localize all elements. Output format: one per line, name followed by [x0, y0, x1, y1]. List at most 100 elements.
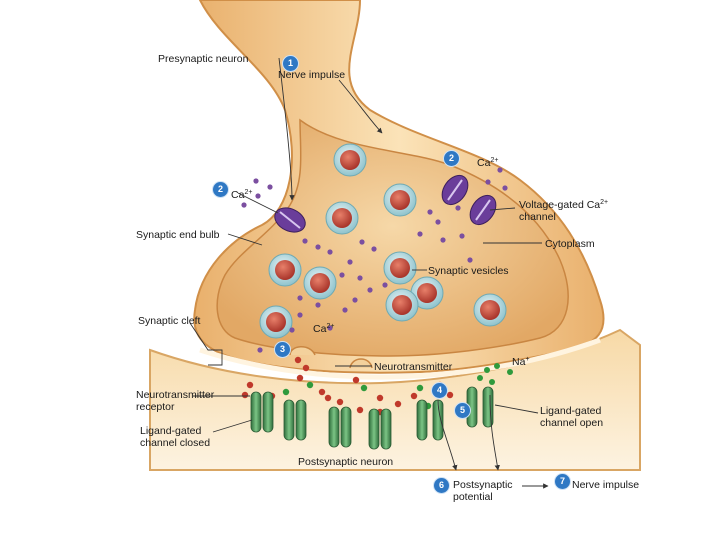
neurotransmitter-molecule: [416, 384, 424, 392]
calcium-ion: [367, 287, 373, 293]
label-lgc-open-1: Ligand-gated: [540, 405, 601, 417]
calcium-ion: [359, 239, 365, 245]
calcium-ion: [455, 205, 461, 211]
calcium-ion: [327, 249, 333, 255]
label-synaptic-cleft: Synaptic cleft: [138, 315, 201, 327]
label-nt-receptor-1: Neurotransmitter: [136, 389, 215, 401]
neurotransmitter-molecule: [394, 400, 402, 408]
synaptic-vesicles: [259, 143, 507, 339]
label-synaptic-vesicles: Synaptic vesicles: [428, 265, 509, 277]
calcium-ion: [427, 209, 433, 215]
leader-lines: [189, 57, 549, 489]
neurotransmitter-molecule: [241, 391, 249, 399]
label-ca-bottom: Ca2+: [313, 323, 334, 335]
neurotransmitter-molecule: [360, 384, 368, 392]
vesicle: [303, 266, 337, 300]
calcium-ion: [327, 325, 333, 331]
neurotransmitter-molecule: [336, 398, 344, 406]
neurotransmitter-molecule: [376, 394, 384, 402]
vesicle: [385, 288, 419, 322]
label-synaptic-end-bulb: Synaptic end bulb: [136, 229, 220, 241]
exocytosis-pocket: [289, 346, 316, 356]
calcium-ions: [241, 167, 508, 353]
neurotransmitter-molecule: [324, 394, 332, 402]
label-psp-2: potential: [453, 491, 493, 503]
ligand-gated-channel-closed: [250, 391, 274, 433]
calcium-ion: [342, 307, 348, 313]
calcium-ion: [459, 233, 465, 239]
label-voltage-gated-1: Voltage-gated Ca2+: [519, 199, 608, 211]
step-badge-7: 7: [555, 474, 570, 489]
calcium-ion: [352, 297, 358, 303]
calcium-ion: [502, 185, 508, 191]
calcium-ion: [297, 312, 303, 318]
neurotransmitter-molecule: [356, 406, 364, 414]
calcium-ion: [315, 244, 321, 250]
neurotransmitter-molecule: [446, 391, 454, 399]
calcium-ion: [497, 167, 503, 173]
calcium-ion: [339, 272, 345, 278]
calcium-ion: [467, 257, 473, 263]
label-neurotransmitter: Neurotransmitter: [374, 361, 453, 373]
calcium-ion: [382, 282, 388, 288]
synaptic-cleft-band: [199, 337, 601, 380]
calcium-ion: [485, 179, 491, 185]
step-badge-3: 3: [275, 342, 290, 357]
neurotransmitter-molecule: [296, 374, 304, 382]
calcium-ion: [255, 193, 261, 199]
calcium-ion: [257, 347, 263, 353]
calcium-ion: [302, 238, 308, 244]
ligand-gated-channel-closed: [368, 408, 392, 450]
ligand-gated-channel-closed: [328, 406, 352, 448]
vesicle: [259, 305, 293, 339]
vesicle: [325, 201, 359, 235]
label-psp-1: Postsynaptic: [453, 479, 513, 491]
step-badge-2a: 2: [213, 182, 228, 197]
sodium-ions: [477, 363, 513, 385]
calcium-ion: [435, 219, 441, 225]
calcium-ion: [417, 231, 423, 237]
label-voltage-gated-2: channel: [519, 211, 556, 223]
neurotransmitter-molecule: [352, 376, 360, 384]
label-nt-receptor-2: receptor: [136, 401, 175, 413]
label-lgc-closed-2: channel closed: [140, 437, 210, 449]
label-lgc-open-2: channel open: [540, 417, 603, 429]
calcium-ion: [357, 275, 363, 281]
step-badge-1: 1: [283, 56, 298, 71]
step-badge-5: 5: [455, 403, 470, 418]
calcium-ion: [440, 237, 446, 243]
step-badge-6: 6: [434, 478, 449, 493]
label-nerve-impulse-top: Nerve impulse: [278, 69, 345, 81]
label-presynaptic-neuron: Presynaptic neuron: [158, 53, 249, 65]
neurotransmitter-molecule: [410, 392, 418, 400]
label-cytoplasm: Cytoplasm: [545, 238, 595, 250]
neurotransmitter-molecule: [246, 381, 254, 389]
neurotransmitter-molecule: [282, 388, 290, 396]
label-na: Na+: [512, 356, 530, 368]
neurotransmitter-molecule: [294, 356, 302, 364]
step-badge-2b: 2: [444, 151, 459, 166]
calcium-ion: [253, 178, 259, 184]
calcium-ion: [347, 259, 353, 265]
vesicle: [473, 293, 507, 327]
vesicle: [333, 143, 367, 177]
label-nerve-impulse-bottom: Nerve impulse: [572, 479, 639, 491]
calcium-ion: [289, 327, 295, 333]
label-ca-right: Ca2+: [477, 157, 498, 169]
neurotransmitter-molecule: [318, 388, 326, 396]
label-lgc-closed-1: Ligand-gated: [140, 425, 201, 437]
label-ca-left: Ca2+: [231, 189, 252, 201]
calcium-ion: [241, 202, 247, 208]
calcium-ion: [371, 246, 377, 252]
ligand-gated-channel-closed: [283, 399, 307, 441]
step-badge-4: 4: [432, 383, 447, 398]
vesicle: [383, 251, 417, 285]
calcium-ion: [297, 295, 303, 301]
voltage-gated-ca-channel: [469, 194, 497, 226]
vesicle: [268, 253, 302, 287]
vesicle: [383, 183, 417, 217]
neurotransmitter-molecule: [306, 381, 314, 389]
label-postsynaptic-neuron: Postsynaptic neuron: [298, 456, 393, 468]
calcium-ion: [315, 302, 321, 308]
